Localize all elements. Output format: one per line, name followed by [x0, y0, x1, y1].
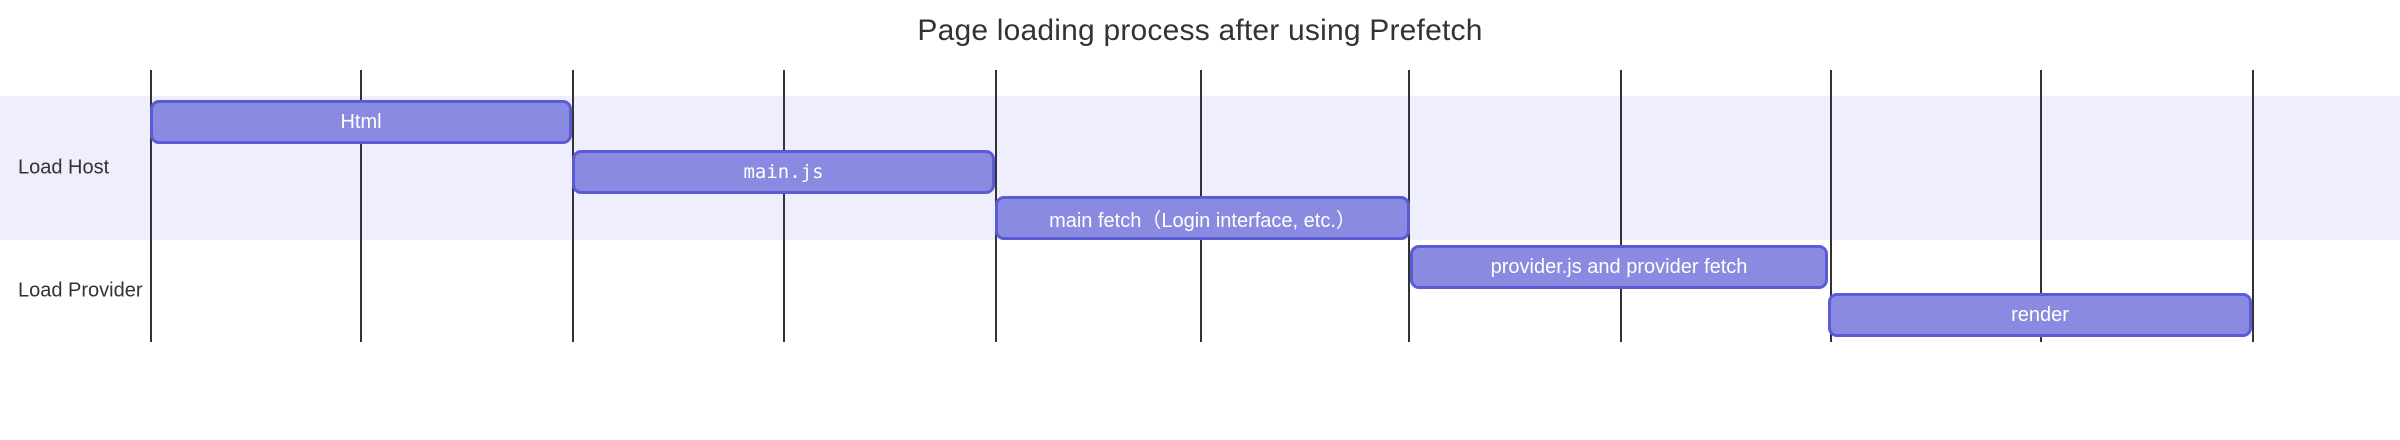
task-bar-0[interactable]: Html	[150, 100, 572, 144]
task-bar-4[interactable]: render	[1828, 293, 2252, 337]
page-title: Page loading process after using Prefetc…	[917, 14, 1483, 47]
task-bar-3[interactable]: provider.js and provider fetch	[1410, 245, 1828, 289]
lane-label-load-provider: Load Provider	[18, 279, 143, 302]
gridline-7	[1620, 70, 1622, 342]
gridline-2	[572, 70, 574, 342]
gridline-8	[1830, 70, 1832, 342]
gridline-0	[150, 70, 152, 342]
task-bar-2[interactable]: main fetch（Login interface, etc.）	[995, 196, 1410, 240]
task-bar-1[interactable]: main.js	[572, 150, 995, 194]
gridline-3	[783, 70, 785, 342]
gridline-9	[2040, 70, 2042, 342]
lane-label-load-host: Load Host	[18, 156, 110, 179]
gridline-1	[360, 70, 362, 342]
gridline-10	[2252, 70, 2254, 342]
